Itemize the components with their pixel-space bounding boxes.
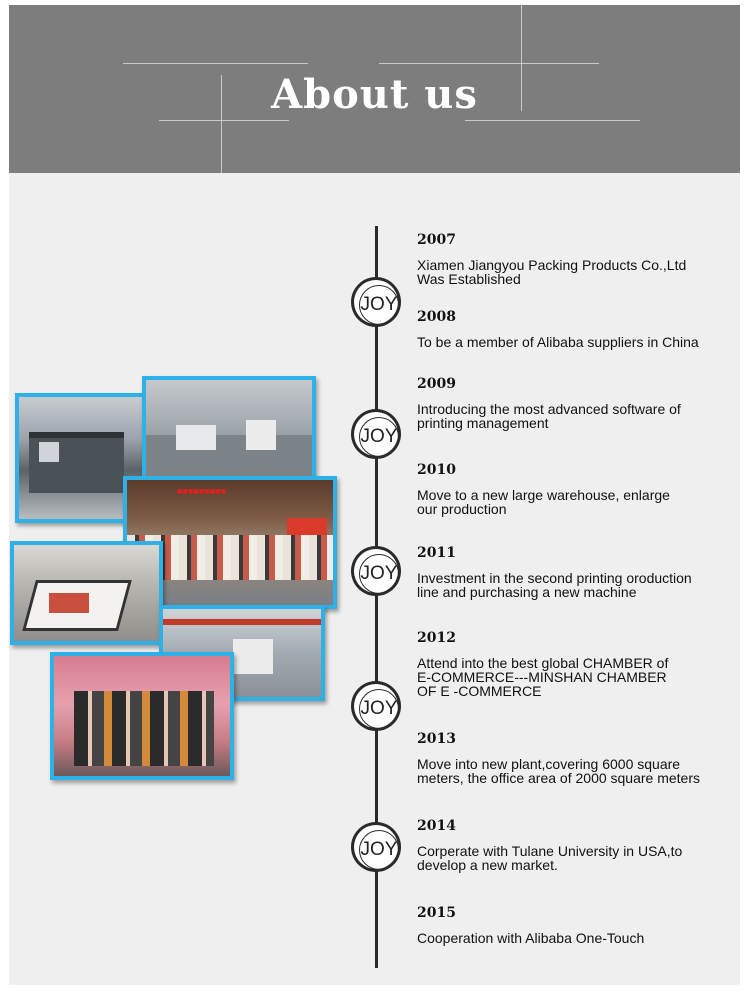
header-banner: About us [9,5,740,173]
entry-text: OF E -COMMERCE [417,683,542,699]
entry-text: meters, the office area of 2000 square m… [417,770,701,786]
entry-text: Move into new plant,covering 6000 square [417,756,681,772]
photo-factory-floor [142,376,316,484]
joy-badge-label: JOY [359,830,399,870]
entry-text: To be a member of Alibaba suppliers in C… [417,334,699,350]
about-page: About us ■■■■■■■■■ JOY JOY JOY JOY JOY 2… [9,5,740,985]
timeline-entry-2011: 2011 Investment in the second printing o… [417,545,737,599]
joy-badge-label: JOY [359,417,399,457]
page-title: About us [271,71,478,118]
entry-text: Corperate with Tulane University in USA,… [417,843,683,859]
entry-text: Investment in the second printing oroduc… [417,570,692,586]
joy-badge: JOY [351,409,401,459]
entry-year: 2007 [417,232,456,248]
decor-line [465,120,640,121]
timeline-entry-2009: 2009 Introducing the most advanced softw… [417,376,737,430]
timeline-line [375,226,378,968]
timeline-entry-2015: 2015 Cooperation with Alibaba One-Touch [417,905,737,945]
joy-badge: JOY [351,277,401,327]
photo-cutting-table [10,541,163,645]
decor-line [521,5,522,111]
entry-year: 2008 [417,309,456,325]
entry-text: Introducing the most advanced software o… [417,401,681,417]
photo-office-team [50,652,234,780]
joy-badge: JOY [351,546,401,596]
entry-text: Xiamen Jiangyou Packing Products Co.,Ltd [417,257,687,273]
entry-text: Cooperation with Alibaba One-Touch [417,930,645,946]
joy-badge-label: JOY [359,554,399,594]
entry-year: 2010 [417,462,456,478]
decor-line [159,120,289,121]
decor-line [221,75,222,173]
joy-badge: JOY [351,681,401,731]
entry-text: Move to a new large warehouse, enlarge [417,487,670,503]
timeline-entry-2010: 2010 Move to a new large warehouse, enla… [417,462,737,516]
decor-line [379,63,599,64]
entry-year: 2011 [417,545,456,561]
entry-year: 2014 [417,818,456,834]
entry-text: Was Established [417,271,521,287]
timeline-entry-2008: 2008 To be a member of Alibaba suppliers… [417,309,737,349]
timeline-entry-2013: 2013 Move into new plant,covering 6000 s… [417,731,737,785]
entry-text: Attend into the best global CHAMBER of [417,655,669,671]
entry-text: E-COMMERCE---MINSHAN CHAMBER [417,669,667,685]
entry-year: 2015 [417,905,456,921]
joy-badge-label: JOY [359,689,399,729]
entry-year: 2009 [417,376,456,392]
entry-text: printing management [417,415,549,431]
entry-text: develop a new market. [417,857,558,873]
decor-line [123,63,308,64]
timeline-entry-2007: 2007 Xiamen Jiangyou Packing Products Co… [417,232,737,286]
timeline-entry-2014: 2014 Corperate with Tulane University in… [417,818,737,872]
joy-badge: JOY [351,822,401,872]
entry-text: line and purchasing a new machine [417,584,637,600]
photo-printing-press [15,393,148,523]
joy-badge-label: JOY [359,285,399,325]
timeline-entry-2012: 2012 Attend into the best global CHAMBER… [417,630,737,698]
entry-year: 2013 [417,731,456,747]
entry-year: 2012 [417,630,456,646]
entry-text: our production [417,501,507,517]
